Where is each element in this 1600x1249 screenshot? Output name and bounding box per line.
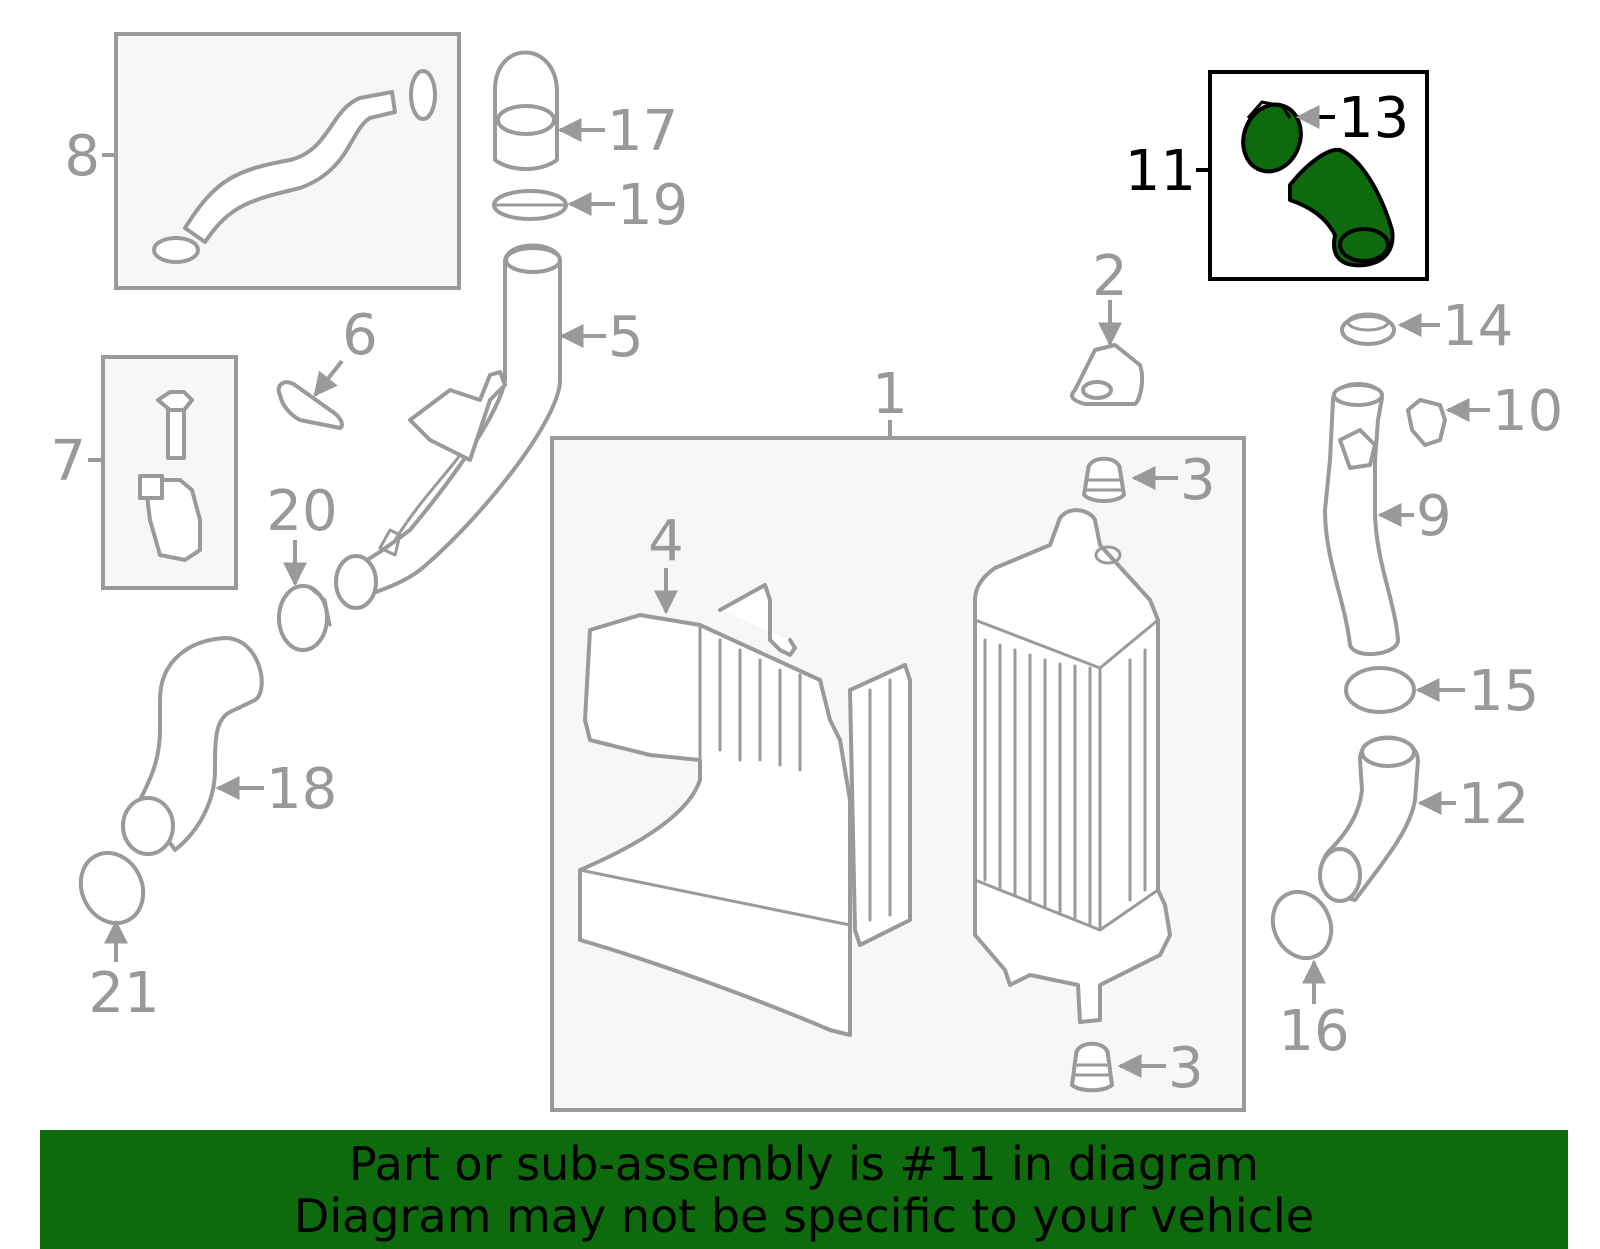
callout-17: 17 xyxy=(607,99,678,164)
callout-11: 11 xyxy=(1125,139,1196,204)
callout-19: 19 xyxy=(617,173,688,238)
callout-3-lower: 3 xyxy=(1168,1036,1204,1101)
clamp-part-15[interactable] xyxy=(1344,666,1416,714)
callout-13: 13 xyxy=(1338,86,1409,151)
grommet-part-3-lower[interactable] xyxy=(1070,1041,1114,1093)
hose-part-18[interactable] xyxy=(121,636,264,856)
hose-part-12[interactable] xyxy=(1318,735,1420,903)
grommet-part-3-upper[interactable] xyxy=(1082,456,1126,503)
intercooler-part-1[interactable] xyxy=(973,508,1172,1024)
pipe-part-5[interactable] xyxy=(334,243,562,610)
callout-14: 14 xyxy=(1442,294,1513,359)
bolt-valve-part-7[interactable] xyxy=(138,390,202,562)
callout-5: 5 xyxy=(608,305,644,370)
pipe-part-9[interactable] xyxy=(1323,382,1400,657)
callout-20: 20 xyxy=(266,479,337,544)
clamp-part-16[interactable] xyxy=(1262,882,1341,967)
callout-16: 16 xyxy=(1278,999,1349,1064)
banner-line-2: Diagram may not be specific to your vehi… xyxy=(293,1188,1315,1243)
hose-part-8[interactable] xyxy=(152,69,437,264)
callout-10: 10 xyxy=(1492,379,1563,444)
callout-2: 2 xyxy=(1092,244,1128,309)
callout-7: 7 xyxy=(50,429,86,494)
clamp-part-20[interactable] xyxy=(277,584,332,652)
banner-line-1: Part or sub-assembly is #11 in diagram xyxy=(349,1136,1259,1191)
callout-3-upper: 3 xyxy=(1180,448,1216,513)
info-banner: Part or sub-assembly is #11 in diagram D… xyxy=(40,1130,1568,1249)
bracket-part-2[interactable] xyxy=(1070,343,1145,406)
hose-part-11-highlighted[interactable] xyxy=(1288,147,1395,268)
clamp-part-21[interactable] xyxy=(70,843,155,934)
cap-part-17[interactable] xyxy=(493,50,559,171)
callout-12: 12 xyxy=(1458,772,1529,837)
callout-15: 15 xyxy=(1468,659,1539,724)
callout-6: 6 xyxy=(342,303,378,368)
sensor-part-10[interactable] xyxy=(1406,398,1447,447)
callout-8: 8 xyxy=(64,124,100,189)
clamp-part-14[interactable] xyxy=(1340,312,1396,346)
callout-9: 9 xyxy=(1416,484,1452,549)
callout-1: 1 xyxy=(872,362,908,427)
clamp-part-13-highlighted[interactable] xyxy=(1234,96,1310,179)
clamp-part-19[interactable] xyxy=(492,189,568,221)
callout-18: 18 xyxy=(266,757,337,822)
callout-21: 21 xyxy=(88,961,159,1026)
air-duct-part-4[interactable] xyxy=(578,583,912,1037)
bracket-part-6[interactable] xyxy=(276,380,344,430)
leader-lines xyxy=(88,105,1490,1078)
callout-4: 4 xyxy=(648,509,684,574)
